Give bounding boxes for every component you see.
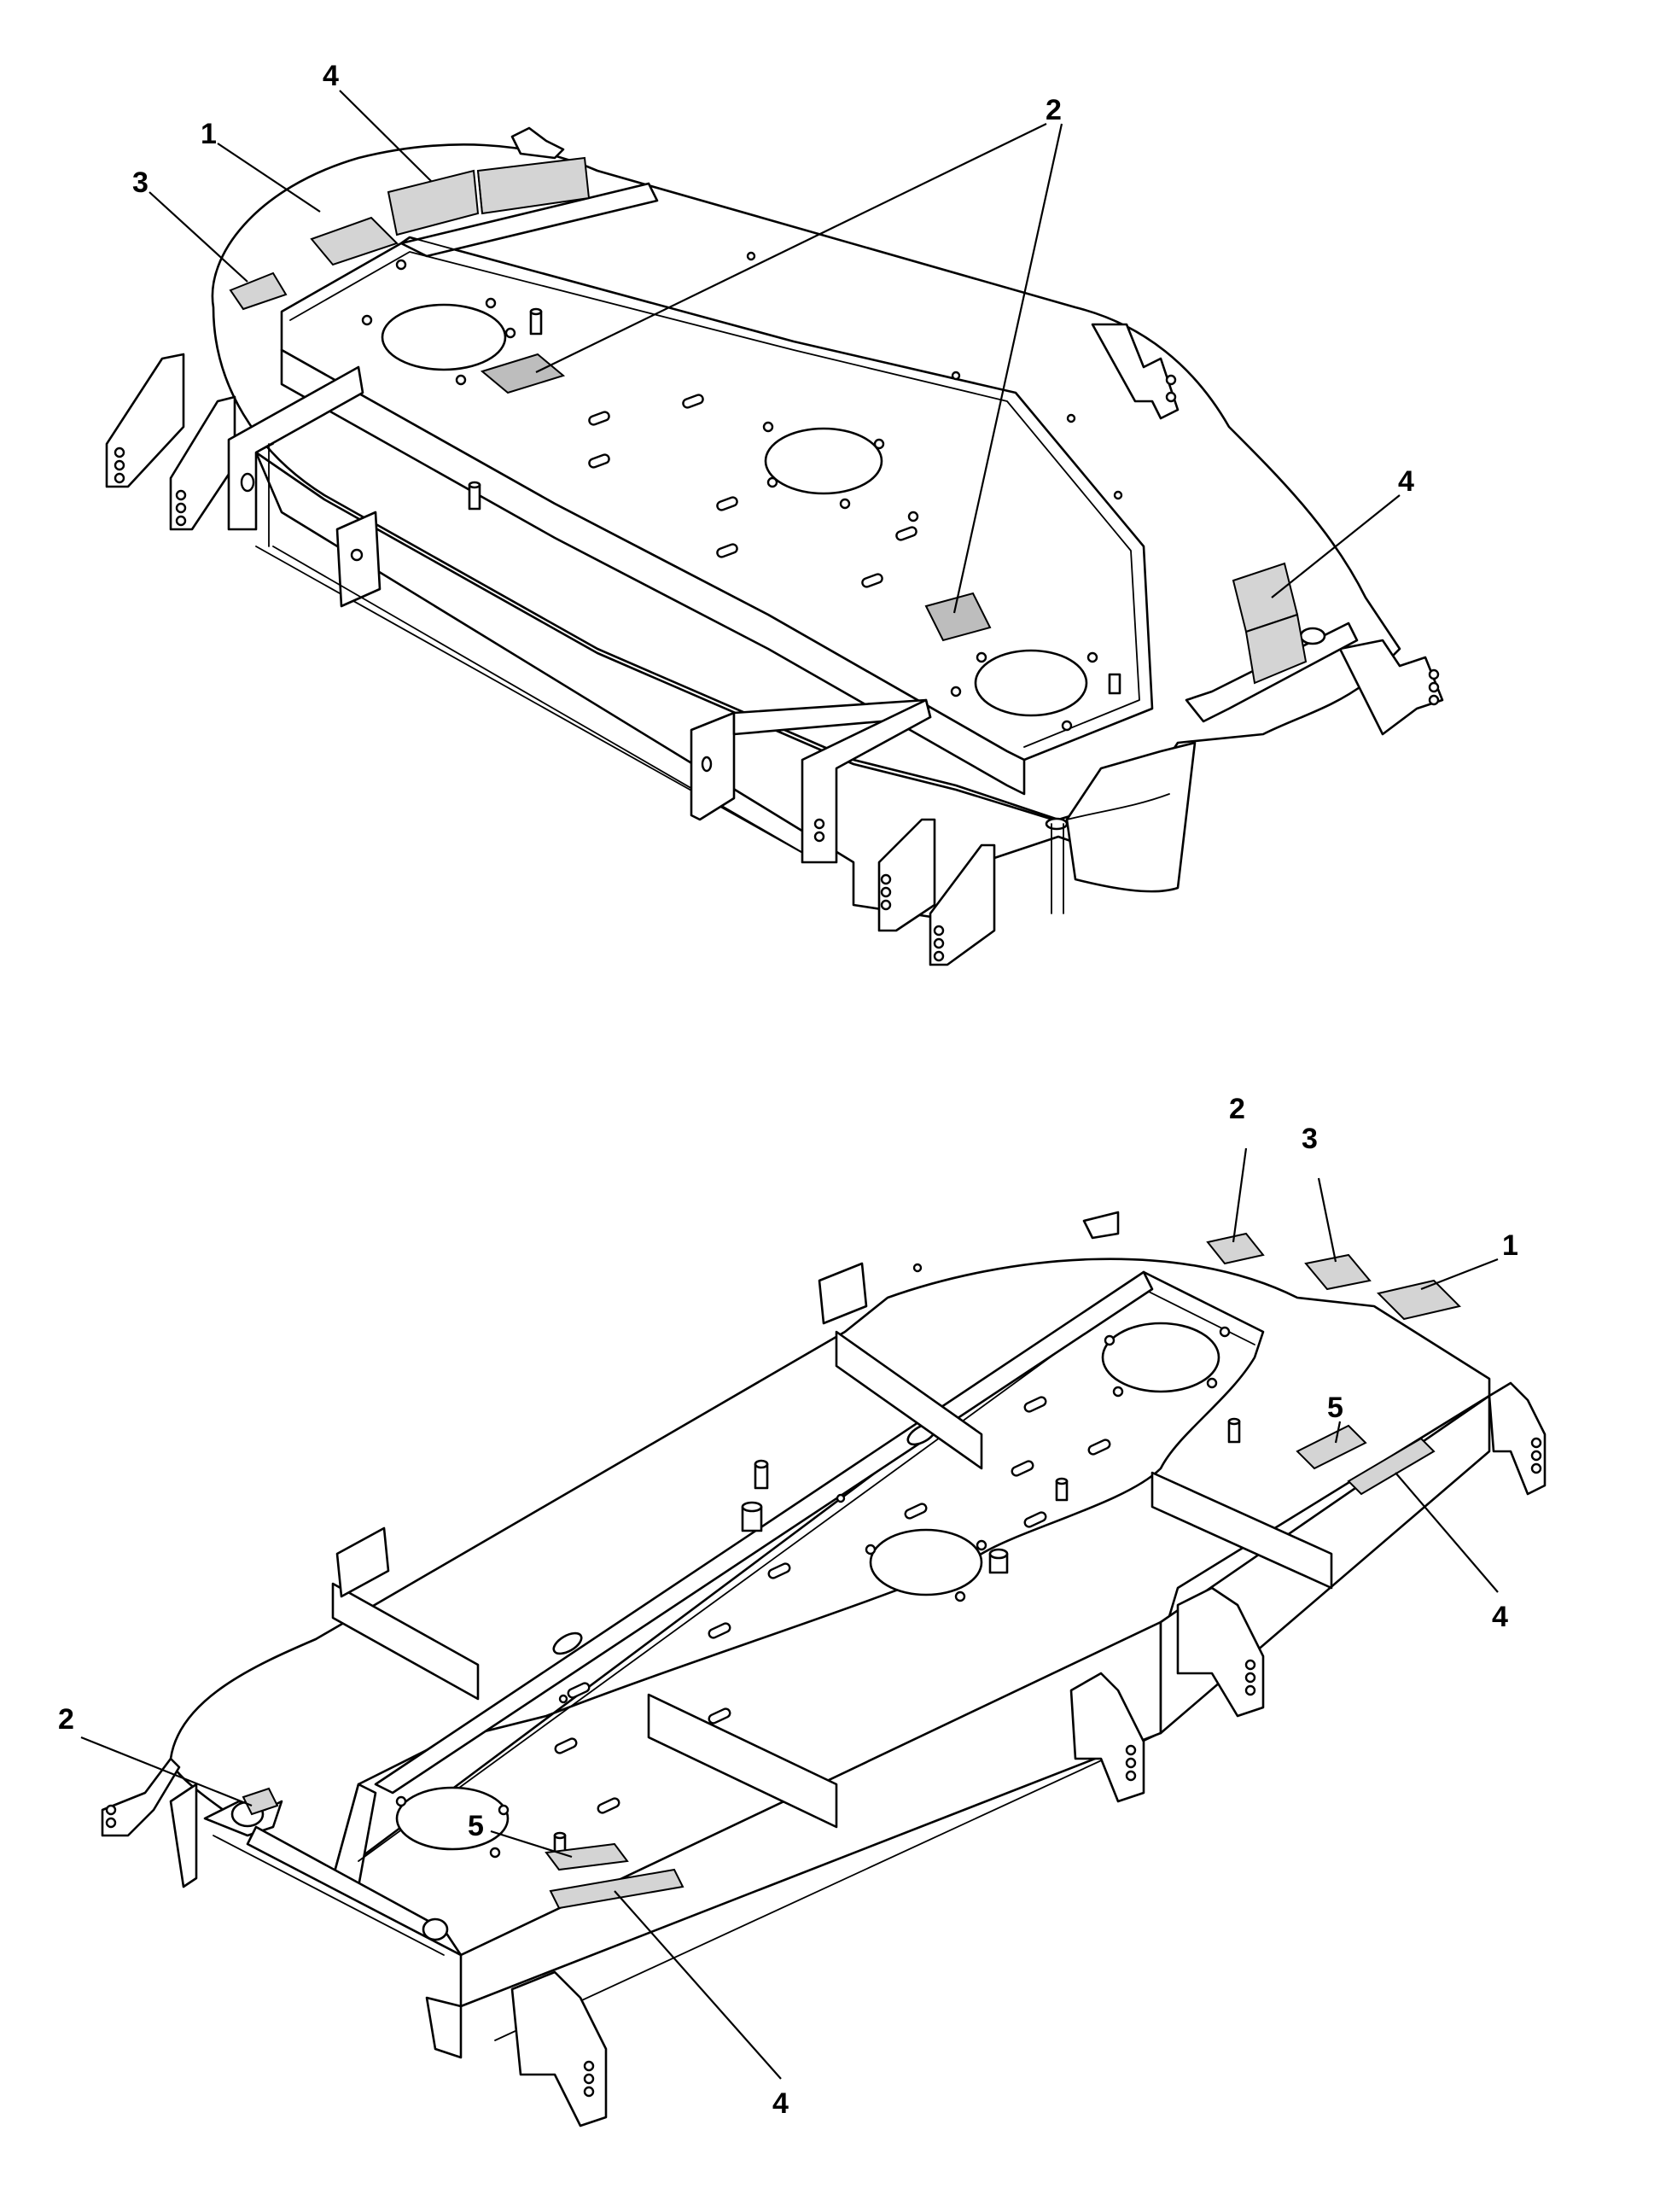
bottom-callout-1: 1 [1502, 1229, 1518, 1262]
bottom-decal-2-left [242, 1787, 279, 1816]
top-callout-3: 3 [132, 166, 149, 199]
top-decal-1 [310, 216, 399, 266]
top-tray-rear-rail [399, 182, 659, 258]
top-spindle-hole-center [764, 427, 883, 495]
top-decal-2-upper [480, 353, 566, 394]
bottom-decal-4-right [1347, 1437, 1436, 1496]
top-tray-front-rail [280, 348, 1026, 796]
top-rail-edge [409, 236, 795, 342]
bottom-left-roller [203, 1800, 463, 1957]
top-callout-1: 1 [201, 118, 217, 150]
top-spindle-hole-right [974, 649, 1088, 717]
bottom-bolt-holes [395, 1263, 1231, 1859]
bottom-decal-5-right [1296, 1424, 1367, 1470]
top-leaders [149, 90, 1401, 614]
top-left-brackets [105, 353, 820, 863]
top-rear-bracket [510, 126, 565, 160]
top-spindle-hole-left [381, 303, 507, 371]
bottom-callout-2-left: 2 [58, 1703, 74, 1736]
top-callout-4-left: 4 [323, 60, 339, 92]
top-decals [229, 156, 1308, 685]
bottom-front-lower-edge [494, 1732, 1162, 2041]
bottom-decal-4-left [549, 1868, 684, 1910]
bottom-slots [554, 1396, 1111, 1814]
bottom-rail-hinge-2 [552, 1631, 583, 1655]
bottom-decal-2-top [1206, 1232, 1265, 1265]
top-decal-4-right-b [1244, 613, 1308, 685]
bottom-decal-3 [1304, 1253, 1372, 1291]
top-tray-lip [289, 251, 1140, 748]
bottom-leaders [80, 1147, 1499, 2080]
bottom-center-tray [331, 1270, 1265, 1880]
top-slot [861, 573, 883, 588]
top-callout-2: 2 [1046, 94, 1062, 126]
bottom-brackets [101, 1211, 1547, 2127]
top-bolt-holes [361, 251, 1123, 732]
top-discharge-chute [1065, 741, 1197, 893]
top-decal-4-left [387, 169, 480, 236]
bottom-spindle-hole-left [395, 1786, 510, 1851]
bottom-tray-rail [374, 1270, 1154, 1795]
bottom-callout-5-right: 5 [1327, 1392, 1343, 1424]
bottom-callout-4-right: 4 [1492, 1601, 1508, 1633]
top-studs [468, 307, 1121, 695]
bottom-mower-deck: 2 3 1 5 4 2 5 4 [58, 1093, 1547, 2127]
bottom-spindle-hole-center [869, 1528, 983, 1596]
top-slot [895, 526, 917, 541]
bottom-baffles [331, 1330, 1333, 1829]
bottom-decal-5-left [545, 1842, 629, 1871]
bottom-callout-3: 3 [1302, 1123, 1318, 1155]
top-decal-3 [229, 271, 288, 311]
top-slot [716, 543, 738, 558]
bottom-spindle-hole-right [1101, 1322, 1220, 1393]
top-slot [588, 453, 610, 469]
bottom-callout-5-left: 5 [468, 1810, 484, 1842]
top-slot [682, 394, 704, 409]
top-callout-4-right: 4 [1398, 465, 1414, 498]
bottom-callout-2-top: 2 [1229, 1093, 1245, 1125]
bottom-decal-1 [1377, 1279, 1461, 1321]
top-slot [588, 411, 610, 426]
bottom-callout-4-left: 4 [772, 2087, 789, 2120]
top-mower-deck: 1 3 4 2 4 [105, 60, 1444, 966]
top-front-brackets [690, 698, 996, 966]
top-slot [716, 496, 738, 511]
bottom-decals [242, 1232, 1461, 1910]
top-chute-seam [1066, 793, 1170, 820]
